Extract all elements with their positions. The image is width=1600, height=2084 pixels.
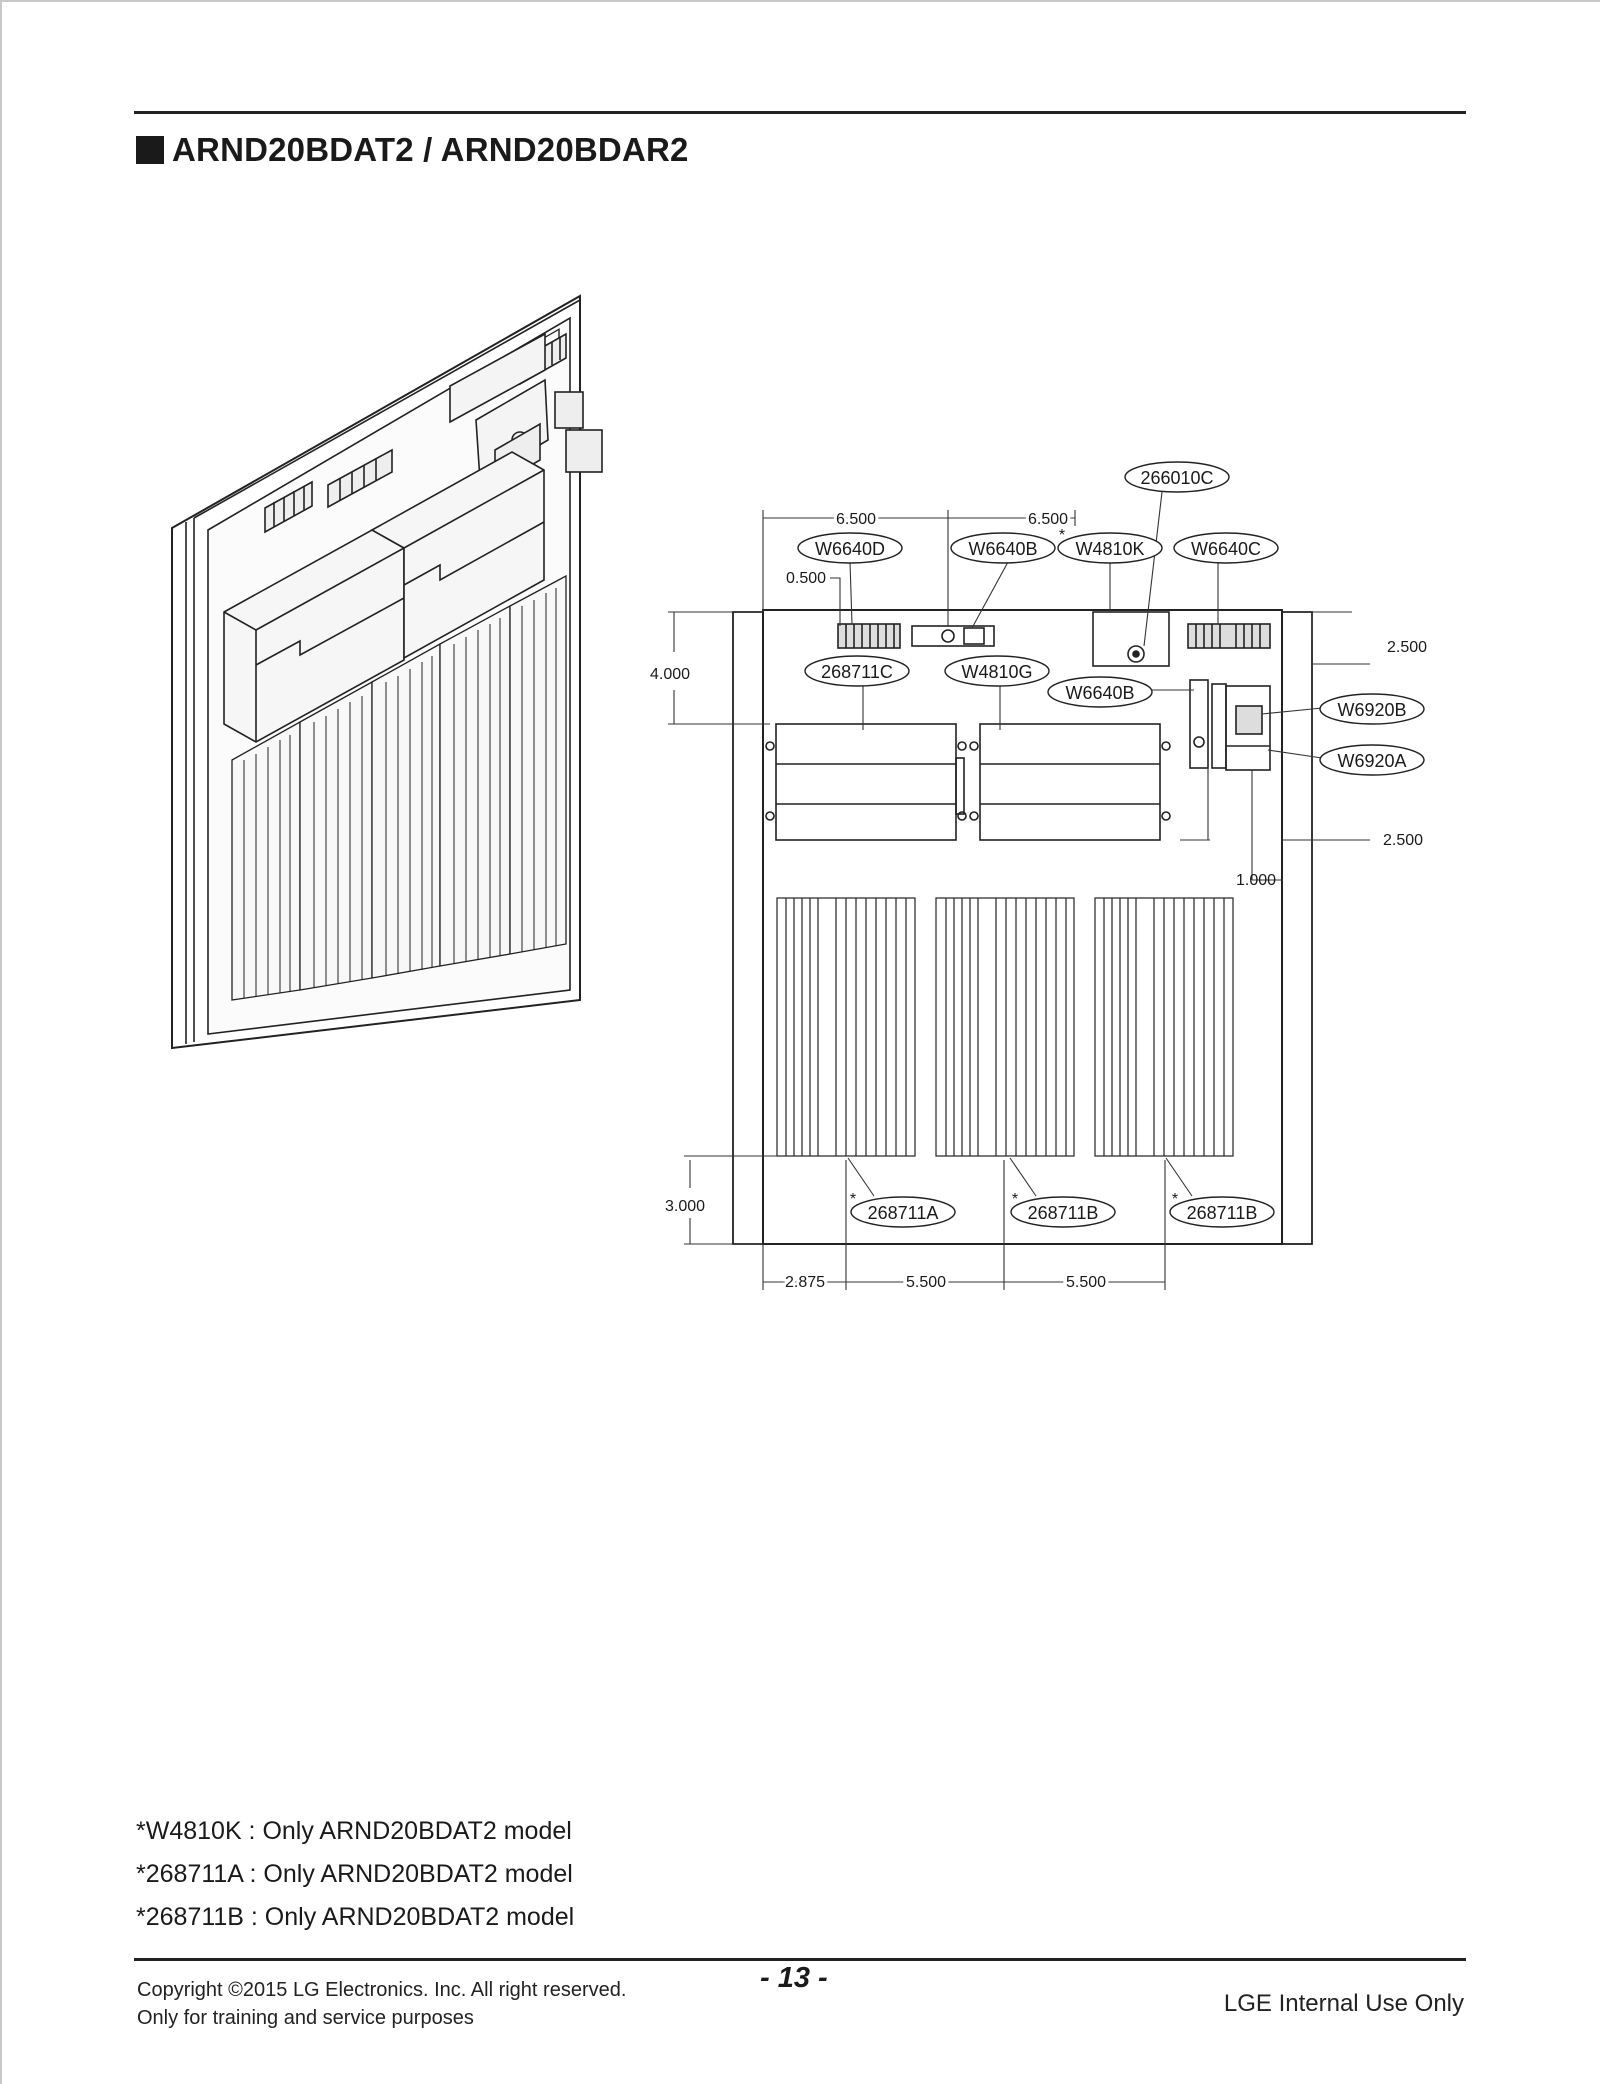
heatsink-268711A: [776, 897, 916, 1157]
callout-W4810G: W4810G: [961, 662, 1032, 682]
dim-top-left: 6.500: [836, 511, 876, 528]
asterisk-268711A: *: [850, 1191, 856, 1208]
callout-W6920A: W6920A: [1337, 751, 1406, 771]
note-line: *W4810K : Only ARND20BDAT2 model: [136, 1817, 572, 1845]
terminal-block-W6640D: [837, 623, 901, 649]
copyright: Copyright ©2015 LG Electronics. Inc. All…: [137, 1976, 626, 2032]
dim-bottom-height: 3.000: [665, 1198, 705, 1215]
note-line: *268711A : Only ARND20BDAT2 model: [136, 1860, 573, 1888]
dim-right-small: 1.000: [1236, 872, 1276, 889]
top-rule: [134, 111, 1466, 114]
dim-offset: 0.500: [786, 570, 826, 587]
fuse-holders: [1189, 679, 1227, 769]
contactor-W4810G: [955, 723, 1171, 841]
bottom-rule: [134, 1958, 1466, 1961]
square-bullet-icon: [136, 136, 164, 164]
asterisk-268711B-2: *: [1172, 1191, 1178, 1208]
dim-bottom-third: 5.500: [1066, 1274, 1106, 1291]
dim-right-mid: 2.500: [1383, 832, 1423, 849]
callout-ellipses: [797, 461, 1425, 1228]
asterisk-268711B-1: *: [1012, 1191, 1018, 1208]
heatsink-268711B-1: [935, 897, 1075, 1157]
callout-266010C: 266010C: [1140, 468, 1213, 488]
callout-leaders: [847, 491, 1323, 1197]
dim-bottom-first: 2.875: [785, 1274, 825, 1291]
terminal-block-W6640C: [1187, 623, 1271, 649]
front-view: [732, 609, 1313, 1245]
callout-268711C: 268711C: [821, 662, 893, 682]
dim-top-right: 6.500: [1028, 511, 1068, 528]
training-line: Only for training and service purposes: [137, 2007, 474, 2029]
contactor-268711C: [765, 723, 967, 841]
module-266010C: [1092, 611, 1170, 667]
callout-W6640C: W6640C: [1191, 539, 1261, 559]
callout-268711B-2: 268711B: [1187, 1203, 1258, 1223]
isometric-view: [171, 294, 603, 1050]
internal-use-label: LGE Internal Use Only: [1223, 1990, 1464, 2017]
callout-W6920B: W6920B: [1337, 700, 1406, 720]
callout-W6640B-top: W6640B: [968, 539, 1037, 559]
note-line: *268711B : Only ARND20BDAT2 model: [136, 1903, 575, 1931]
callout-W4810K: W4810K: [1075, 539, 1144, 559]
section-heading: ARND20BDAT2 / ARND20BDAR2: [136, 128, 689, 172]
heatsink-268711B-2: [1094, 897, 1234, 1157]
callout-W6640B-mid: W6640B: [1065, 683, 1134, 703]
dimension-lines: [668, 510, 1370, 1290]
dim-left-height: 4.000: [650, 666, 690, 683]
callout-268711A: 268711A: [868, 1203, 939, 1223]
section-title: ARND20BDAT2 / ARND20BDAR2: [172, 131, 689, 168]
asterisk-W4810K: *: [1059, 527, 1065, 544]
fuse-block-W6640B: [911, 625, 995, 647]
dim-bottom-second: 5.500: [906, 1274, 946, 1291]
copyright-line: Copyright ©2015 LG Electronics. Inc. All…: [137, 1979, 627, 2001]
page-number: - 13 -: [760, 1962, 828, 1994]
relay-W6920: [1225, 685, 1271, 771]
dim-right-top: 2.500: [1387, 639, 1427, 656]
callout-W6640D: W6640D: [815, 539, 885, 559]
model-notes: *W4810K : Only ARND20BDAT2 model *268711…: [136, 1810, 574, 1939]
callout-268711B-1: 268711B: [1028, 1203, 1099, 1223]
